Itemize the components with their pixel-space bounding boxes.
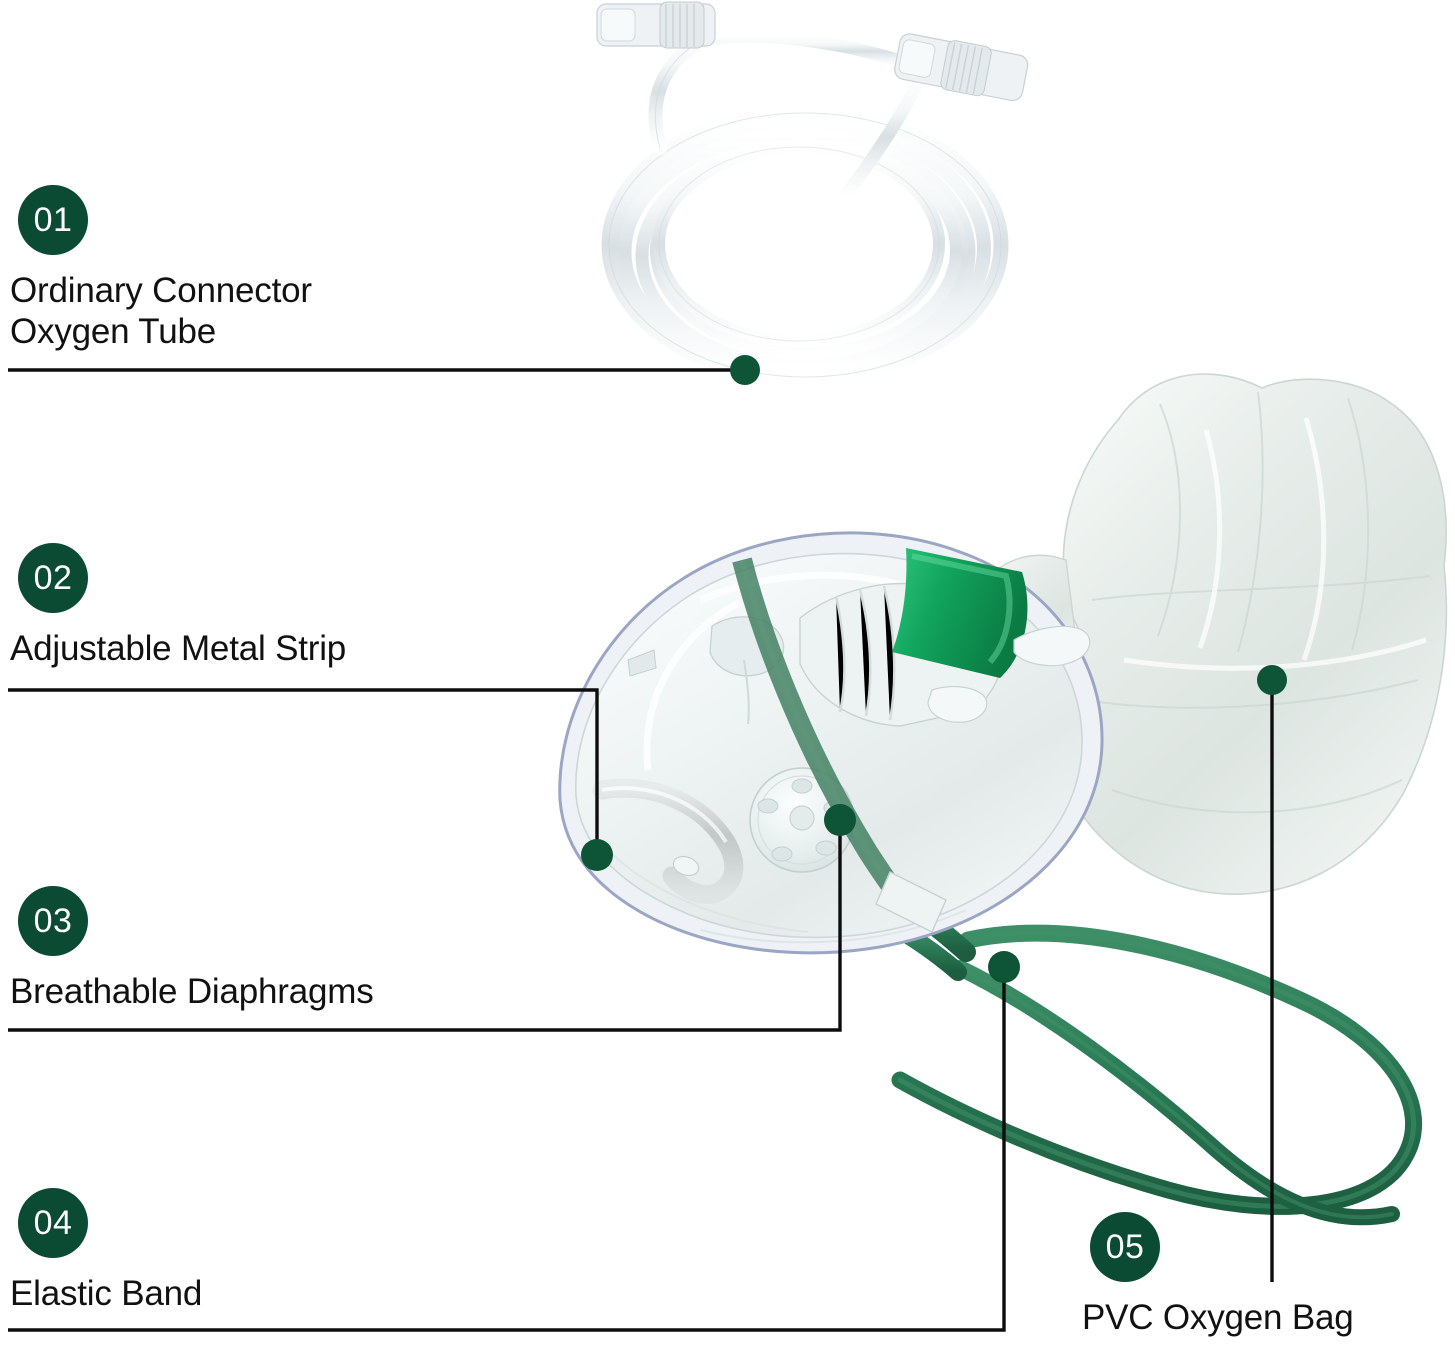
elastic-head-band (891, 895, 1422, 1226)
callout-01: 01 Ordinary Connector Oxygen Tube (10, 185, 312, 352)
callout-label-04: Elastic Band (10, 1274, 203, 1313)
callout-badge-03: 03 (18, 886, 88, 956)
callout-05: 05 PVC Oxygen Bag (1082, 1212, 1354, 1339)
callout-03: 03 Breathable Diaphragms (10, 886, 374, 1013)
callout-badge-04: 04 (18, 1188, 88, 1258)
oxygen-mask (558, 531, 1104, 955)
callout-label-05: PVC Oxygen Bag (1082, 1298, 1354, 1337)
tube-connector-left (596, 1, 716, 49)
oxygen-tube-coil (596, 1, 1029, 385)
callout-02: 02 Adjustable Metal Strip (10, 543, 346, 670)
connector-collar (799, 548, 1091, 727)
callout-label-02: Adjustable Metal Strip (10, 629, 347, 668)
callout-label-03: Breathable Diaphragms (10, 972, 374, 1011)
callout-badge-01: 01 (18, 185, 88, 255)
callout-label-01: Ordinary Connector Oxygen Tube (10, 271, 312, 351)
callout-04: 04 Elastic Band (10, 1188, 202, 1315)
callout-badge-05: 05 (1090, 1212, 1160, 1282)
callout-badge-02: 02 (18, 543, 88, 613)
tube-connector-right (894, 33, 1029, 102)
